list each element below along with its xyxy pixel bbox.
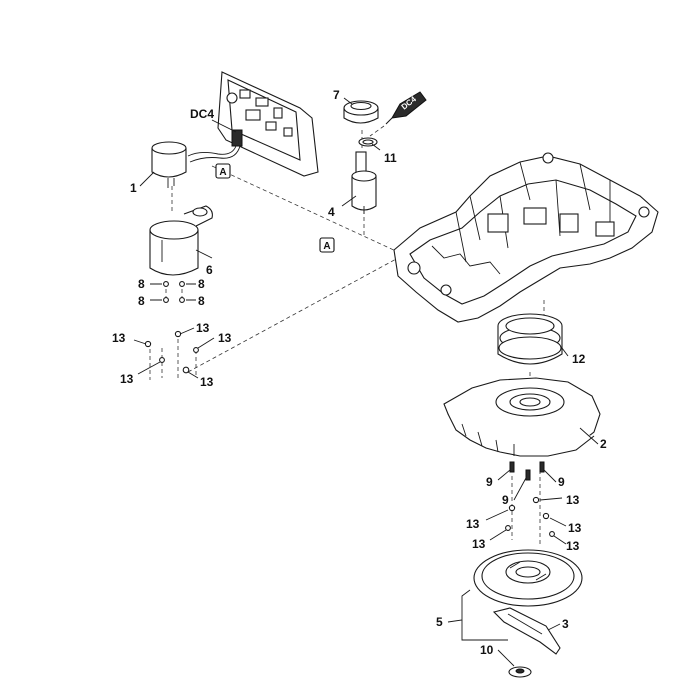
label-13-d: 13	[120, 372, 134, 386]
label-13-b: 13	[196, 321, 210, 335]
cap-knob	[343, 100, 379, 124]
motor-cable	[187, 129, 243, 163]
screws-13-left	[144, 330, 199, 374]
part-labels: DC4 1 6 7 11 4 8 8 8 8 13 13 13 13 13 12…	[112, 88, 607, 657]
screws-8	[163, 281, 185, 303]
callout-a-top: A	[215, 163, 231, 179]
label-13-a: 13	[112, 331, 126, 345]
chassis-frame	[393, 152, 659, 323]
bearing-ring	[497, 313, 563, 365]
label-13-j: 13	[566, 539, 580, 553]
motor-housing	[149, 205, 213, 276]
label-10: 10	[480, 643, 494, 657]
o-ring	[358, 137, 378, 147]
label-5: 5	[436, 615, 443, 629]
label-3: 3	[562, 617, 569, 631]
label-9-b: 9	[558, 475, 565, 489]
label-7: 7	[333, 88, 340, 102]
label-13-f: 13	[566, 493, 580, 507]
height-adjust-spindle	[351, 151, 377, 214]
screws-13-right	[505, 496, 555, 537]
label-13-h: 13	[568, 521, 582, 535]
label-1: 1	[130, 181, 137, 195]
label-2: 2	[600, 437, 607, 451]
blade-nut	[508, 666, 532, 678]
label-8-b: 8	[198, 277, 205, 291]
label-9-a: 9	[486, 475, 493, 489]
drive-motor	[151, 141, 187, 188]
callout-a-mid-label: A	[323, 241, 330, 252]
callout-a-top-label: A	[219, 167, 226, 178]
label-9-c: 9	[502, 493, 509, 507]
label-6: 6	[206, 263, 213, 277]
label-8-c: 8	[138, 294, 145, 308]
callout-a-mid: A	[319, 237, 335, 253]
leader-lines	[133, 97, 599, 667]
grease-tube: DC4	[369, 91, 427, 137]
label-8-a: 8	[138, 277, 145, 291]
label-13-c: 13	[218, 331, 232, 345]
blade-guard	[443, 377, 601, 457]
label-dc4: DC4	[190, 107, 214, 121]
blade-disc	[473, 549, 583, 607]
screws-9	[509, 461, 545, 481]
label-12: 12	[572, 352, 586, 366]
label-13-e: 13	[200, 375, 214, 389]
label-11: 11	[384, 151, 397, 165]
label-4: 4	[328, 205, 335, 219]
label-13-i: 13	[472, 537, 486, 551]
label-13-g: 13	[466, 517, 480, 531]
cutting-blade	[492, 607, 561, 655]
control-board	[217, 71, 319, 177]
label-8-d: 8	[198, 294, 205, 308]
